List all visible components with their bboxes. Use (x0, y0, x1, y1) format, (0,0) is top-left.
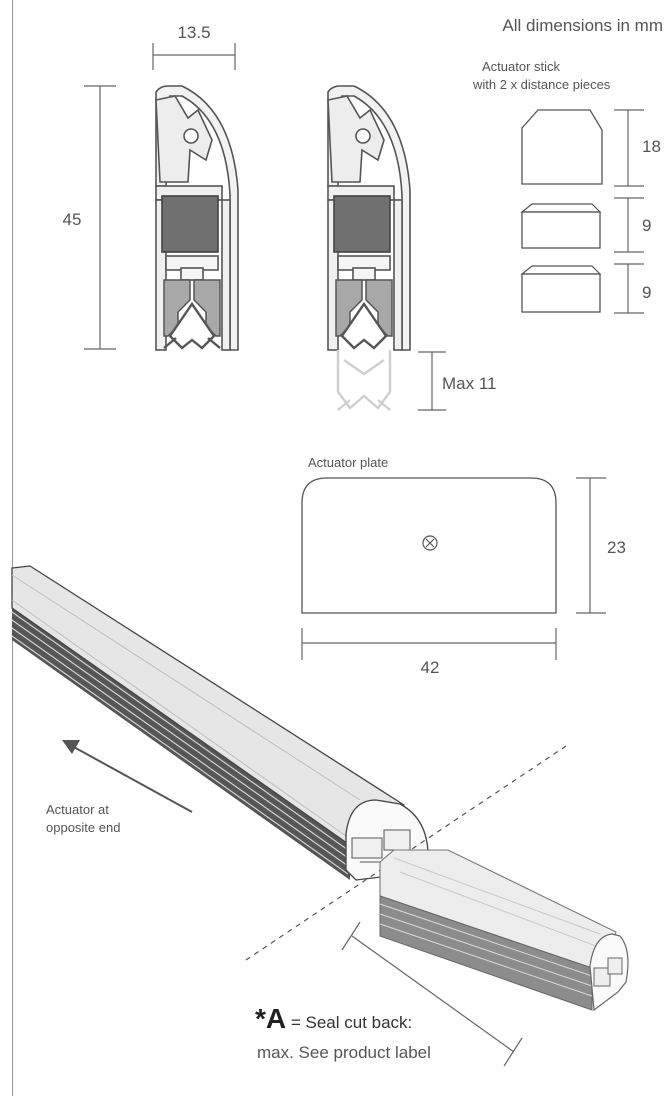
units-note: All dimensions in mm (502, 16, 663, 35)
cutback-dimension (341, 921, 523, 1067)
height-label: 45 (63, 210, 82, 229)
width-label: 13.5 (177, 23, 210, 42)
height-dimension: 45 (63, 85, 116, 350)
piece2-height-label: 9 (642, 283, 651, 302)
actuator-plate-caption: Actuator plate (308, 455, 388, 470)
screw-icon (422, 535, 438, 551)
piece1-height-label: 9 (642, 216, 651, 235)
actuator-note-line1: Actuator at (46, 802, 109, 817)
rubber-seal (163, 279, 221, 350)
profile-retracted: 13.5 45 (63, 23, 239, 351)
seal-housing-2 (327, 85, 411, 351)
cutback-note: *A = Seal cut back: (255, 1003, 412, 1034)
actuator-direction-arrow (62, 740, 193, 813)
distance-piece-1: 9 (520, 197, 651, 253)
width-dimension: 13.5 (152, 23, 236, 70)
stick-height-label: 18 (642, 137, 661, 156)
rubber-seal-2 (335, 279, 393, 350)
actuator-note-line2: opposite end (46, 820, 120, 835)
actuator-stick-caption-2: with 2 x distance pieces (472, 77, 611, 92)
dropped-seal-ghost (336, 350, 392, 411)
distance-piece-2: 9 (520, 263, 651, 314)
profile-extended: Max 11 (327, 85, 497, 411)
cutback-symbol: *A (255, 1003, 286, 1034)
page-left-border (12, 0, 13, 1096)
seal-housing (155, 85, 239, 351)
actuator-stick: Actuator stick with 2 x distance pieces … (472, 59, 661, 314)
drop-dimension: Max 11 (418, 351, 497, 411)
plate-height-label: 23 (607, 538, 626, 557)
cut-off-piece (379, 849, 629, 1012)
actuator-stick-caption-1: Actuator stick (482, 59, 561, 74)
plate-width-label: 42 (421, 658, 440, 677)
cutback-note-line2: max. See product label (257, 1043, 431, 1062)
cutback-note-line1: = Seal cut back: (286, 1013, 412, 1032)
actuator-stick-body (521, 109, 603, 185)
actuator-plate: Actuator plate 23 42 (301, 455, 626, 677)
drop-label: Max 11 (442, 374, 497, 393)
